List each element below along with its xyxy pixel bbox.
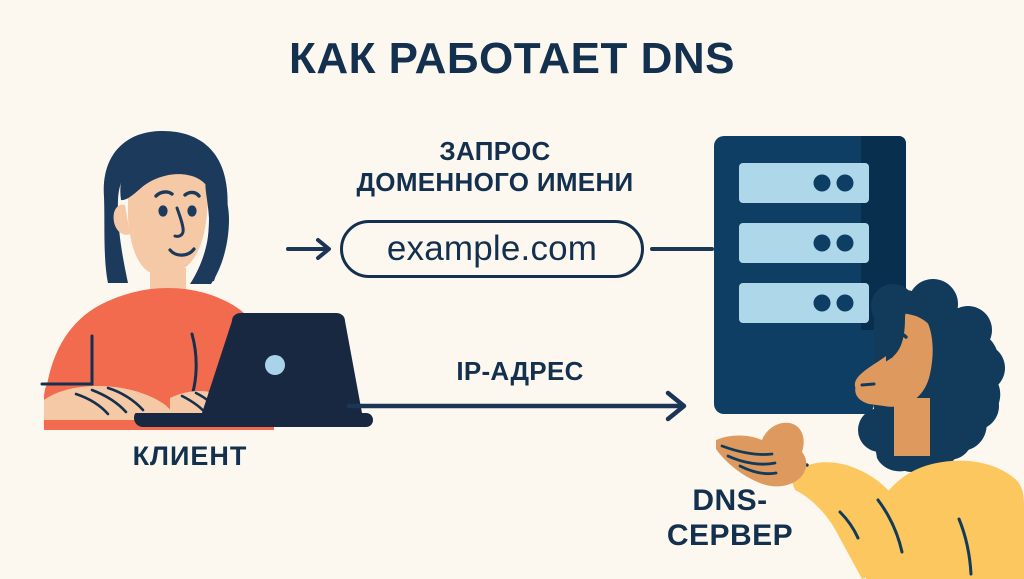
operator-mouth (860, 382, 876, 387)
client-sweater-fold-left (40, 334, 94, 386)
page-title: КАК РАБОТАЕТ DNS (288, 34, 736, 83)
connector-layer (286, 238, 714, 422)
server-bay-3-dot-2 (836, 294, 854, 312)
server-top-shadow (861, 136, 906, 330)
client-figure (40, 130, 274, 430)
operator-hand-fingers (720, 444, 778, 475)
client-mouth (168, 247, 196, 257)
server-bay-3-dot-1 (813, 294, 831, 312)
client-eye-right (187, 205, 197, 217)
operator-figure (716, 279, 1024, 579)
query-label-line2: ДОМЕННОГО ИМЕНИ (356, 166, 634, 197)
operator-shoulder-crease (957, 517, 973, 576)
client-nose (173, 206, 185, 238)
dns-server-label: DNS- СЕРВЕР (620, 483, 840, 554)
server-bay-1-dot-1 (813, 174, 831, 192)
client-hair-side (190, 180, 229, 284)
operator-arm (790, 462, 918, 579)
domain-name-value: example.com (386, 229, 598, 268)
server-bay-2 (739, 223, 869, 263)
query-label-line1: ЗАПРОС (439, 136, 551, 166)
ip-address-label: IP-АДРЕС (456, 356, 584, 386)
operator-hair-curl-6 (925, 412, 973, 460)
operator-sleeve-crease-2 (876, 498, 904, 554)
dns-server-label-line1: DNS- (692, 484, 768, 517)
dns-server-label-line2: СЕРВЕР (666, 519, 794, 553)
operator-hair-curl-8 (858, 408, 902, 452)
server-bay-1 (739, 163, 869, 203)
server-bay-2-dot-2 (836, 234, 854, 252)
operator-hairline (893, 303, 943, 346)
client-hair-front (120, 138, 228, 230)
operator-hair-curl-1 (871, 284, 915, 328)
response-arrow-head-icon (665, 390, 687, 422)
query-label: ЗАПРОС ДОМЕННОГО ИМЕНИ (300, 136, 690, 197)
client-laptop (134, 313, 373, 427)
operator-hair-curl-3 (944, 306, 992, 354)
client-label: КЛИЕНТ (132, 441, 248, 471)
operator-hair-curl-4 (957, 344, 1005, 392)
laptop-base (134, 413, 373, 427)
server-body (714, 136, 874, 414)
query-arrow-head-icon (316, 238, 331, 260)
server-bay-1-dot-2 (836, 174, 854, 192)
client-ear (113, 204, 130, 235)
client-left-hand-fingers (74, 386, 145, 416)
client-eyebrow-right (183, 190, 201, 198)
operator-neck (894, 398, 930, 456)
server-rack (714, 136, 906, 414)
server-bay-3 (739, 283, 869, 323)
operator-sleeve-crease-1 (838, 510, 860, 540)
operator-eyebrow (884, 331, 908, 340)
server-bay-2-dot-1 (813, 234, 831, 252)
laptop-logo-icon (265, 355, 285, 375)
operator-eye (885, 347, 895, 359)
domain-name-pill[interactable]: example.com (340, 220, 644, 278)
client-eyebrow-left (154, 190, 174, 198)
client-eye-left (158, 205, 168, 217)
